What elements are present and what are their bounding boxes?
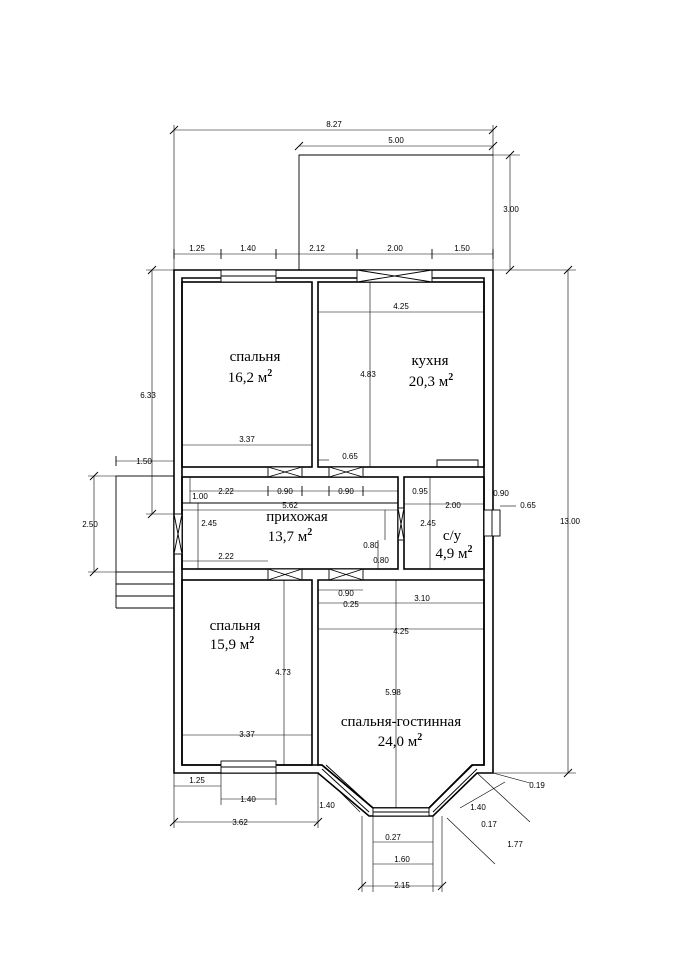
dim-total-height: 13.00: [560, 517, 581, 526]
dim-bay-front-2: 1.60: [394, 855, 410, 864]
dim-hall-seg-7: 2.22: [218, 552, 234, 561]
door-living: [328, 568, 364, 581]
door-bottom-bedroom: [267, 568, 303, 581]
room-name-bedroom-top: спальня: [230, 349, 281, 365]
dim-bottom-seg-1: 1.25: [189, 776, 205, 785]
dim-top-seg-3: 2.12: [309, 244, 325, 253]
dim-hall-seg-6: 0.80: [373, 556, 389, 565]
dimension-ticks: [89, 125, 573, 891]
room-name-bedroom-bottom: спальня: [210, 618, 261, 634]
dim-porch-width: 1.50: [136, 457, 152, 466]
room-labels: спальня 16,2 м2 кухня 20,3 м2 прихожая 1…: [210, 349, 473, 750]
dim-ext-depth: 3.00: [503, 205, 519, 214]
dim-living-door: 0.90: [338, 589, 354, 598]
dim-hall-seg-2: 2.22: [218, 487, 234, 496]
dim-bath-vent: 0.65: [520, 501, 536, 510]
room-name-bathroom: с/у: [443, 528, 462, 544]
dim-bay-diag-3: 1.77: [507, 840, 523, 849]
dim-ext-width: 5.00: [388, 136, 404, 145]
dim-bath-depth: 2.45: [420, 519, 436, 528]
extension-outline: [298, 154, 493, 270]
room-area-bedroom-top: 16,2 м2: [228, 368, 273, 386]
doors: [173, 466, 405, 581]
dim-kitchen-width: 4.25: [393, 302, 409, 311]
dim-bay-side-left: 1.40: [319, 801, 335, 810]
room-name-hallway: прихожая: [266, 509, 328, 525]
room-area-hallway: 13,7 м2: [268, 527, 313, 545]
window-kitchen: [356, 269, 433, 283]
dim-living-width: 4.25: [393, 627, 409, 636]
window-top-bedroom: [220, 269, 277, 283]
window-bottom-bedroom: [220, 760, 277, 774]
dim-bay-front-3: 2.15: [394, 881, 410, 890]
dim-living-off: 0.25: [343, 600, 359, 609]
dim-bay-front-1: 0.27: [385, 833, 401, 842]
dim-kitchen-door-off: 0.65: [342, 452, 358, 461]
dim-overall-width: 8.27: [326, 120, 342, 129]
dim-hall-door-1: 0.90: [277, 487, 293, 496]
room-area-bathroom: 4,9 м2: [436, 544, 473, 562]
dim-top-seg-2: 1.40: [240, 244, 256, 253]
dim-kitchen-depth: 4.83: [360, 370, 376, 379]
dim-living-depth: 5.98: [385, 688, 401, 697]
vent-bathroom: [483, 509, 501, 537]
room-name-kitchen: кухня: [411, 353, 448, 369]
dim-top-seg-5: 1.50: [454, 244, 470, 253]
dim-bottom-total: 3.62: [232, 818, 248, 827]
dim-hall-seg-1: 1.00: [192, 492, 208, 501]
window-bay-right: [428, 764, 478, 813]
dim-hall-depth: 2.45: [201, 519, 217, 528]
door-entrance: [173, 513, 183, 555]
room-area-bedroom-bottom: 15,9 м2: [210, 635, 255, 653]
door-bathroom: [397, 507, 405, 541]
door-kitchen: [328, 466, 364, 478]
room-name-living: спальня-гостинная: [341, 714, 461, 730]
dim-bottom-seg-2: 1.40: [240, 795, 256, 804]
dim-hall-seg-5: 0.80: [363, 541, 379, 550]
dim-bay-diag-2: 0.17: [481, 820, 497, 829]
dim-bedroom-top-width: 3.37: [239, 435, 255, 444]
room-area-living: 24,0 м2: [378, 732, 423, 750]
dim-bath-right: 0.90: [493, 489, 509, 498]
dimension-lines: [88, 125, 576, 892]
dim-top-seg-1: 1.25: [189, 244, 205, 253]
door-top-bedroom: [267, 466, 303, 478]
window-bay-left: [321, 764, 374, 813]
windows: [220, 269, 501, 817]
dimension-labels: 8.27 5.00 3.00 1.25 1.40 2.12 2.00 1.50 …: [82, 120, 580, 890]
dim-bedroom-bottom-depth: 4.73: [275, 668, 291, 677]
dim-top-seg-4: 2.00: [387, 244, 403, 253]
dim-hall-door-2: 0.90: [338, 487, 354, 496]
dim-porch-depth: 2.50: [82, 520, 98, 529]
porch: [115, 475, 175, 609]
dim-bedroom-bottom-width: 3.37: [239, 730, 255, 739]
dim-living-seg: 3.10: [414, 594, 430, 603]
window-bay-front: [372, 807, 430, 817]
dim-left-height: 6.33: [140, 391, 156, 400]
dim-bay-side-right: 1.40: [470, 803, 486, 812]
dim-hall-seg-3: 0.95: [412, 487, 428, 496]
dim-bay-diag-1: 0.19: [529, 781, 545, 790]
dim-hall-seg-4: 2.00: [445, 501, 461, 510]
dim-hall-width: 5.62: [282, 501, 298, 510]
room-area-kitchen: 20,3 м2: [409, 372, 454, 390]
